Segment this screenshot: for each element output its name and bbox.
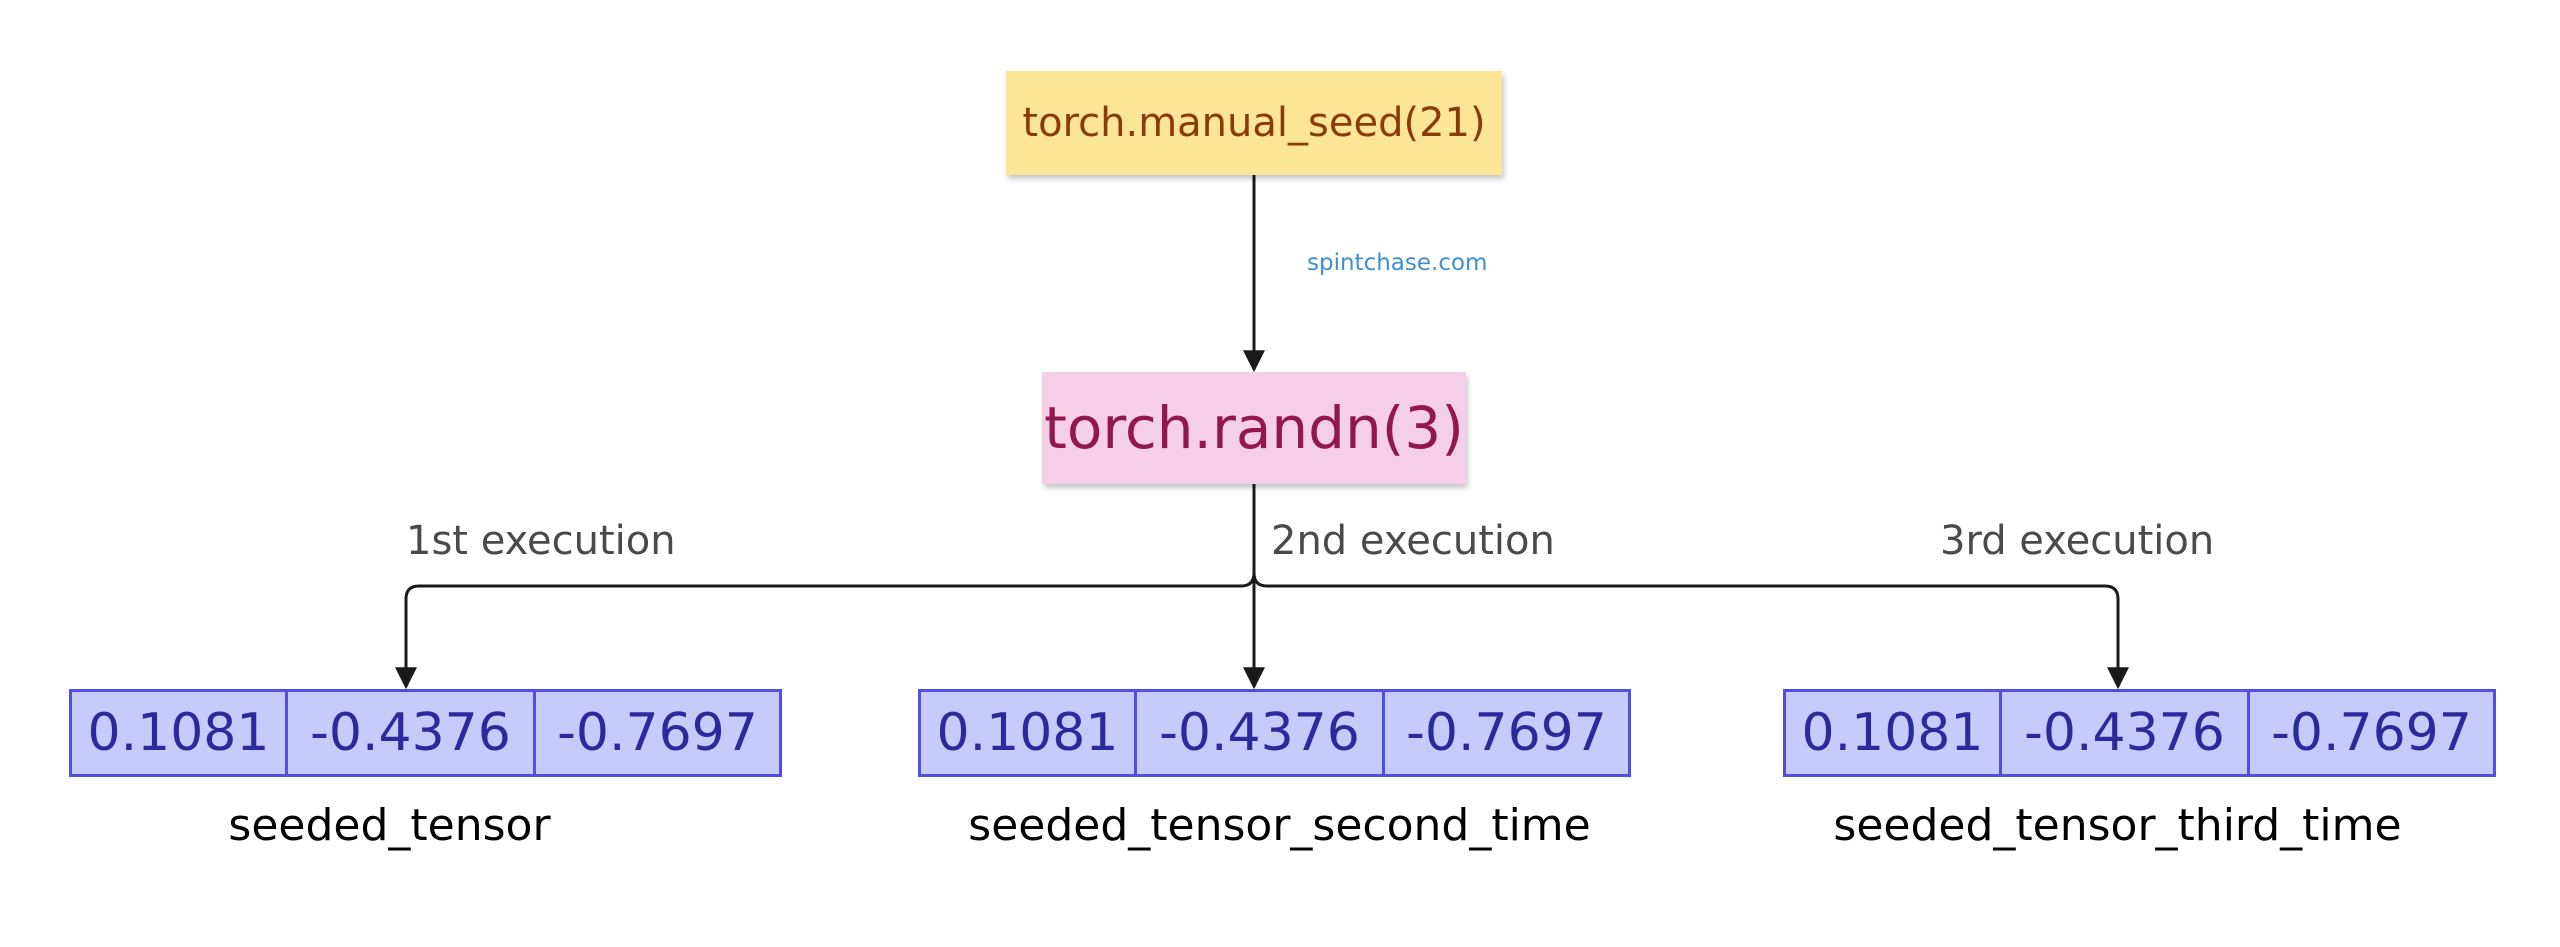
tensor-2: 0.1081 -0.4376 -0.7697 bbox=[918, 689, 1631, 777]
tensor-1-cell-0: 0.1081 bbox=[87, 703, 270, 763]
tensor-2-cell-2: -0.7697 bbox=[1382, 692, 1628, 774]
tensor-1-cell-1: -0.4376 bbox=[285, 692, 533, 774]
tensor-3: 0.1081 -0.4376 -0.7697 bbox=[1783, 689, 2496, 777]
tensor-2-cell-0: 0.1081 bbox=[936, 703, 1119, 763]
execution-label-1: 1st execution bbox=[406, 518, 676, 564]
manual-seed-node: torch.manual_seed(21) bbox=[1006, 71, 1502, 175]
execution-arrow-3 bbox=[1252, 484, 2129, 690]
execution-label-2: 2nd execution bbox=[1271, 518, 1555, 564]
tensor-3-name: seeded_tensor_third_time bbox=[1833, 800, 2402, 851]
tensor-3-cell-1: -0.4376 bbox=[1999, 692, 2247, 774]
execution-arrow-1 bbox=[395, 484, 1256, 690]
randn-node: torch.randn(3) bbox=[1042, 372, 1466, 484]
tensor-2-name: seeded_tensor_second_time bbox=[968, 800, 1591, 851]
tensor-2-cell-1: -0.4376 bbox=[1134, 692, 1382, 774]
watermark-link[interactable]: spintchase.com bbox=[1307, 250, 1488, 276]
tensor-3-cell-0: 0.1081 bbox=[1801, 703, 1984, 763]
tensor-1: 0.1081 -0.4376 -0.7697 bbox=[69, 689, 782, 777]
execution-label-3: 3rd execution bbox=[1940, 518, 2215, 564]
tensor-1-name: seeded_tensor bbox=[228, 800, 551, 851]
manual-seed-label: torch.manual_seed(21) bbox=[1022, 100, 1486, 146]
tensor-3-cell-2: -0.7697 bbox=[2247, 692, 2493, 774]
tensor-1-cell-2: -0.7697 bbox=[533, 692, 779, 774]
randn-label: torch.randn(3) bbox=[1044, 394, 1464, 462]
